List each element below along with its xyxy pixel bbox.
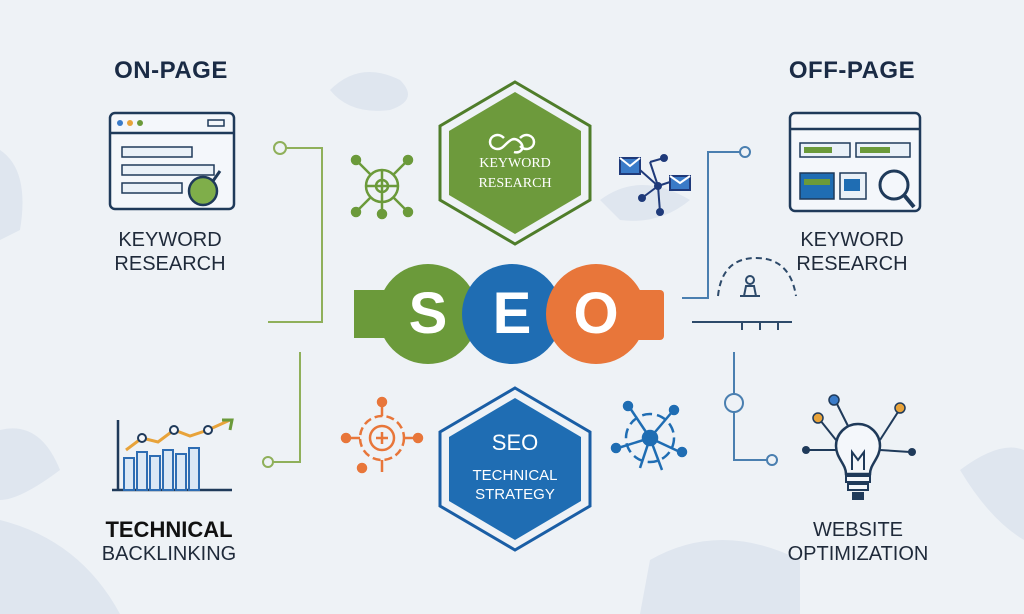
left-bottom-label-line1: TECHNICAL <box>105 517 233 542</box>
bottom-hex-label-line2: STRATEGY <box>475 486 555 503</box>
left-bottom-label: TECHNICAL BACKLINKING <box>74 518 264 566</box>
bottom-hex-label-line1: TECHNICAL <box>472 467 558 484</box>
seo-letter-o: O <box>573 281 619 346</box>
bottom-hex-label: TECHNICAL STRATEGY <box>445 466 585 504</box>
globe-network-icon <box>610 400 688 471</box>
infinity-icon <box>488 133 536 154</box>
keyword-research-hexagon <box>438 80 592 246</box>
dashboard-search-icon <box>788 111 922 213</box>
gear-target-icon <box>340 396 424 474</box>
left-bottom-label-line2: BACKLINKING <box>101 543 237 565</box>
left-top-label-line1: KEYWORD <box>118 229 222 251</box>
left-bottom-connector <box>272 352 301 463</box>
left-top-label-line2: RESEARCH <box>114 253 226 275</box>
right-top-connector <box>682 151 740 299</box>
background-clouds <box>0 72 1024 614</box>
right-bottom-label: WEBSITE OPTIMIZATION <box>768 518 948 566</box>
right-bottom-label-line2: OPTIMIZATION <box>787 543 929 565</box>
bottom-hex-title: SEO <box>491 430 539 455</box>
right-top-label-line2: RESEARCH <box>796 253 908 275</box>
left-top-connector <box>268 147 323 323</box>
off-page-heading: OFF-PAGE <box>788 57 916 84</box>
left-top-label: KEYWORD RESEARCH <box>90 228 250 276</box>
top-hex-label-line2: RESEARCH <box>478 176 552 191</box>
network-hub-icon <box>350 154 414 220</box>
seo-technical-strategy-hexagon <box>438 386 592 552</box>
right-top-label: KEYWORD RESEARCH <box>772 228 932 276</box>
seo-letter-e: E <box>492 281 532 346</box>
top-hex-label: KEYWORD RESEARCH <box>445 154 585 194</box>
on-page-heading: ON-PAGE <box>114 57 228 84</box>
mail-network-icon <box>619 154 691 216</box>
right-top-label-line1: KEYWORD <box>800 229 904 251</box>
seo-banner <box>354 264 664 364</box>
right-bottom-node-a <box>724 393 744 413</box>
top-hex-label-line1: KEYWORD <box>479 156 551 171</box>
person-arc-icon <box>717 256 797 330</box>
right-bottom-node-b <box>766 454 778 466</box>
seo-letter-s: S <box>408 281 448 346</box>
right-bottom-connector <box>733 352 768 461</box>
browser-window-search-icon <box>108 111 236 211</box>
right-bottom-label-line1: WEBSITE <box>812 519 903 541</box>
left-top-node <box>273 141 287 155</box>
lightbulb-idea-icon <box>802 394 916 500</box>
bar-chart-growth-icon <box>112 418 234 492</box>
right-top-node <box>739 146 751 158</box>
left-bottom-node <box>262 456 274 468</box>
